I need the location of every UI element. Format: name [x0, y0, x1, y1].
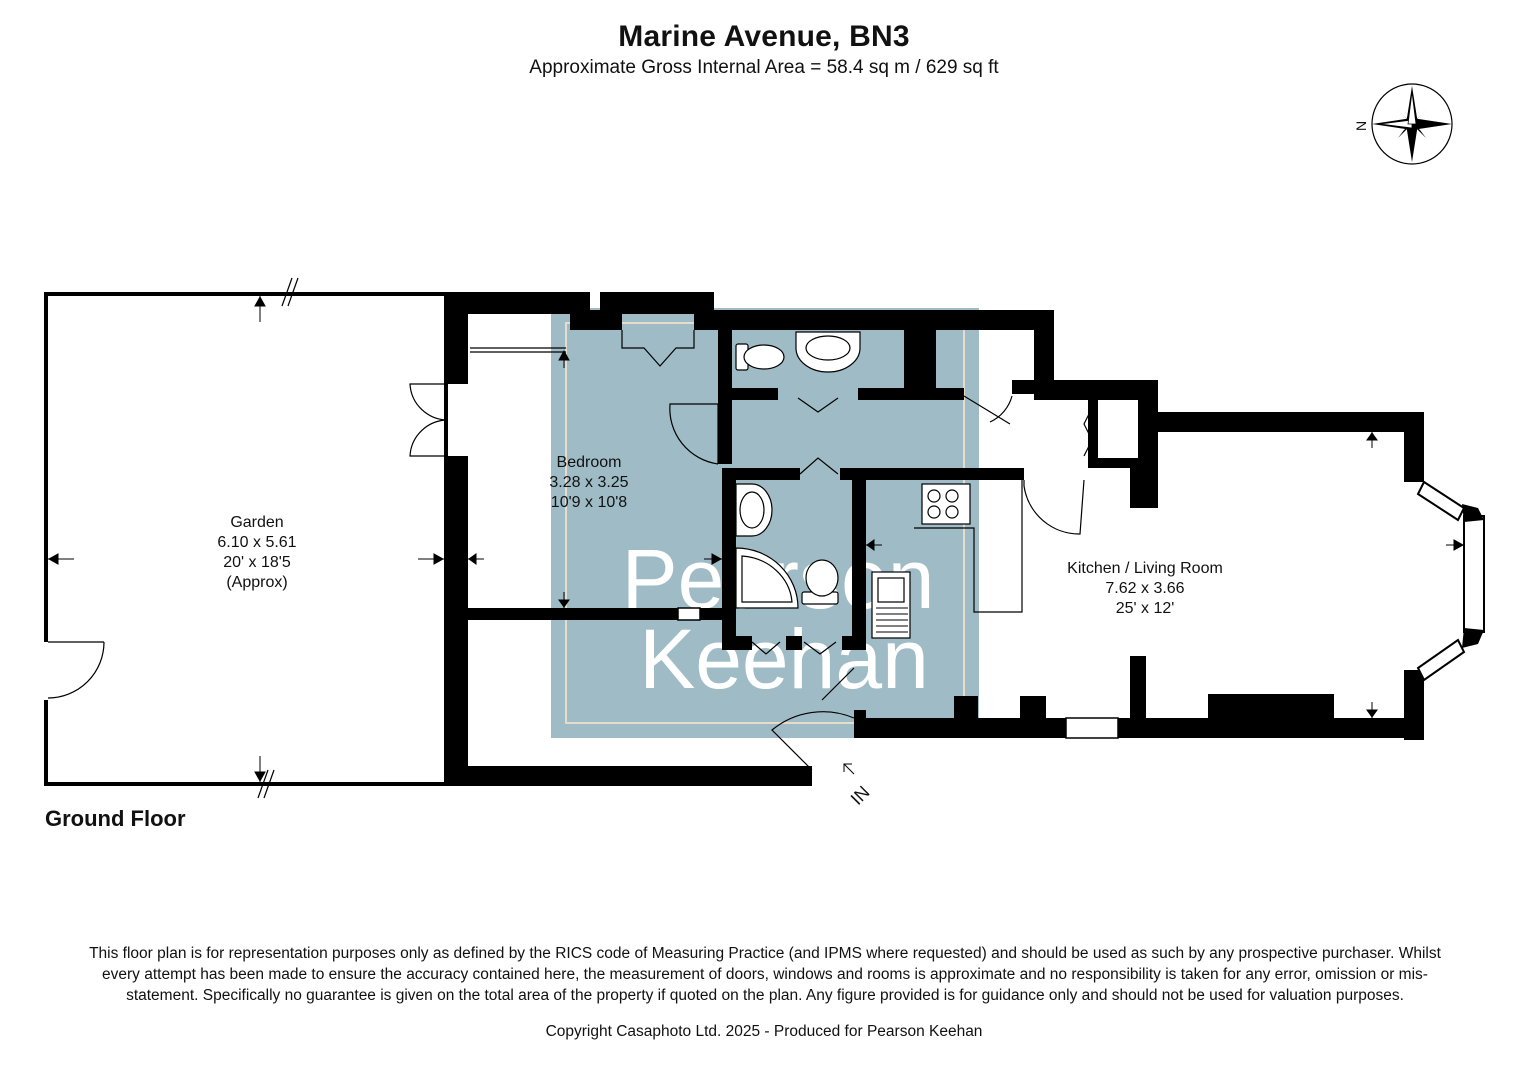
room-label-garden: Garden 6.10 x 5.61 20' x 18'5 (Approx) — [217, 514, 296, 591]
kitchen-metric: 7.62 x 3.66 — [1105, 580, 1184, 597]
chimney-breast-2 — [1208, 694, 1334, 720]
wall-north-3 — [570, 310, 622, 330]
wall-entry-post — [854, 710, 866, 738]
chimney-stub-2 — [1020, 696, 1046, 720]
entrance-label: IN — [847, 782, 874, 809]
copyright-text: Copyright Casaphoto Ltd. 2025 - Produced… — [545, 1023, 983, 1040]
wall-bath-south-3 — [842, 636, 866, 650]
wall-bath-north-2 — [840, 468, 1024, 480]
wall-north-6 — [694, 292, 714, 330]
wall-north-5 — [694, 310, 1054, 330]
wall-bedroom-south — [468, 608, 678, 620]
bedroom-imperial: 10'9 x 10'8 — [551, 494, 627, 511]
disclaimer-text: This floor plan is for representation pu… — [89, 945, 1441, 1004]
kitchen-counter — [914, 480, 1023, 613]
wall-kitchen-pier-2 — [1130, 468, 1150, 508]
scale-break-marks — [257, 277, 299, 799]
wall-hall-step — [1012, 380, 1038, 394]
wall-wc-south-2 — [858, 388, 964, 400]
window-south — [1065, 717, 1119, 739]
garden-name: Garden — [230, 514, 283, 531]
french-door-top — [409, 383, 449, 421]
room-label-bedroom: Bedroom 3.28 x 3.25 10'9 x 10'8 — [549, 454, 628, 511]
corner-shower — [735, 547, 799, 609]
wall-kitchen-south — [858, 718, 1424, 738]
fixtures — [735, 331, 1023, 639]
wall-cupboard — [1088, 396, 1098, 468]
wall-west-lower — [448, 456, 468, 786]
wall-south-passage — [448, 766, 812, 786]
bedroom-door-swing — [669, 403, 719, 465]
french-door-bottom — [409, 419, 449, 457]
garden-gate — [47, 641, 105, 699]
wall-west-upper — [448, 292, 468, 384]
wall-bedroom-south-2 — [700, 608, 724, 620]
wall-bath-east — [852, 480, 866, 644]
wall-bath-south-1 — [722, 636, 752, 650]
dimension-arrows — [47, 295, 1465, 783]
floor-label: Ground Floor — [45, 806, 186, 831]
bath-toilet — [801, 559, 839, 605]
garden-metric: 6.10 x 5.61 — [217, 534, 296, 551]
kitchen-name: Kitchen / Living Room — [1067, 560, 1223, 577]
garden-note: (Approx) — [226, 574, 287, 591]
wall-wc-south-1 — [718, 388, 778, 400]
wall-cupboard-base — [1088, 458, 1138, 468]
wall-north-east — [1034, 310, 1054, 400]
window-bedroom — [677, 607, 701, 621]
garden-wall-top — [44, 292, 448, 296]
building-walls — [448, 292, 1424, 786]
compass-rose: N — [1353, 83, 1453, 165]
chimney-stub-1 — [954, 696, 978, 720]
wall-kitchen-east-upper — [1404, 412, 1424, 482]
garden-wall-bottom — [44, 782, 448, 786]
wc-toilet — [735, 343, 785, 371]
plan-title: Marine Avenue, BN3 — [618, 20, 910, 53]
doors — [409, 330, 1093, 771]
compass-north-label: N — [1353, 121, 1369, 131]
kitchen-sink — [871, 571, 911, 639]
garden-imperial: 20' x 18'5 — [223, 554, 291, 571]
wall-bath-north-1 — [722, 468, 800, 480]
garden-wall-left-lower — [44, 700, 48, 786]
bath-basin — [735, 483, 773, 537]
bedroom-name: Bedroom — [557, 454, 622, 471]
wall-kitchen-north — [1156, 412, 1424, 432]
garden-wall-left-upper — [44, 292, 48, 642]
bedroom-metric: 3.28 x 3.25 — [549, 474, 628, 491]
wall-north-east-2 — [1034, 380, 1156, 400]
wall-bath-south-2 — [786, 636, 802, 650]
wall-kitchen-pier — [1130, 656, 1146, 720]
sink-drainer-lines — [876, 607, 908, 633]
chimney-breast-1 — [904, 330, 936, 388]
wall-bath-west — [722, 468, 736, 644]
kitchen-imperial: 25' x 12' — [1116, 600, 1175, 617]
garden-boundary — [44, 292, 448, 786]
garden-wall-right — [444, 292, 448, 786]
wall-north-4 — [600, 292, 714, 314]
room-label-kitchen: Kitchen / Living Room 7.62 x 3.66 25' x … — [1067, 560, 1223, 617]
hob — [921, 483, 971, 525]
bay-window-corners — [1462, 504, 1484, 648]
wc-basin — [795, 331, 861, 373]
entrance-marker: IN — [843, 763, 874, 809]
windows — [677, 607, 1119, 739]
entrance-door — [771, 711, 855, 771]
gross-area-subtitle: Approximate Gross Internal Area = 58.4 s… — [529, 57, 999, 78]
wall-north-1 — [448, 292, 590, 314]
